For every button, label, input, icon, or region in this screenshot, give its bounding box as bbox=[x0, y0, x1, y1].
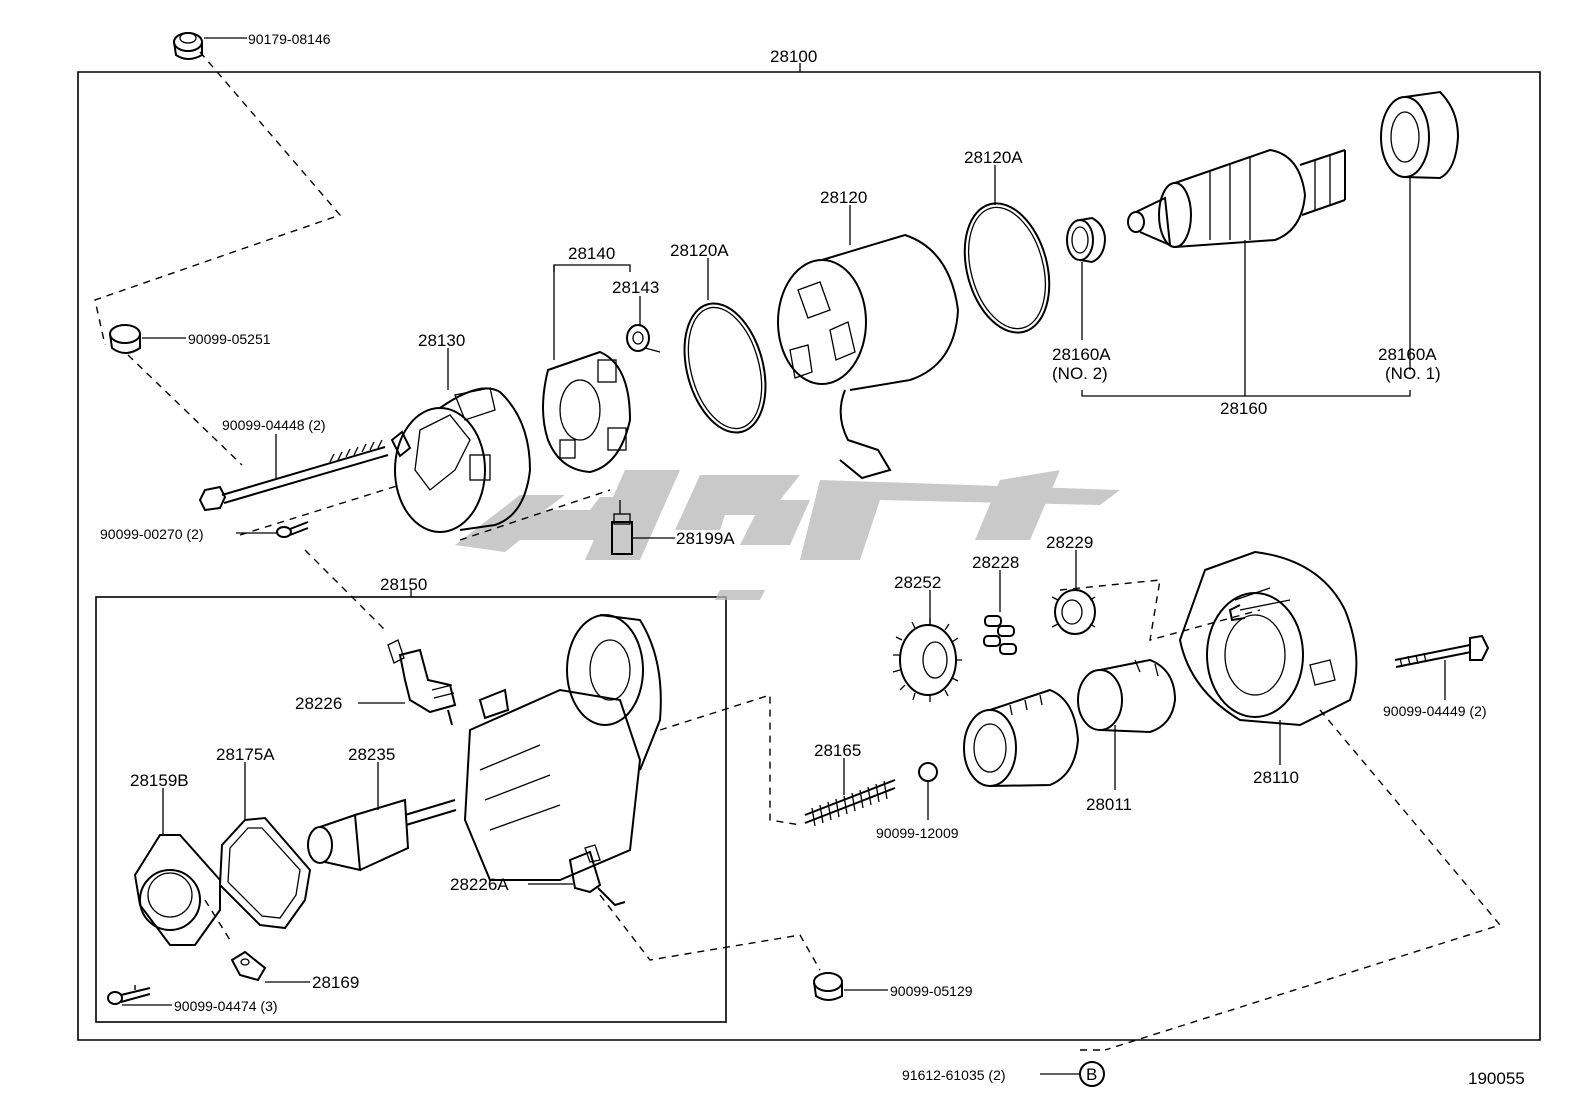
screw-90099-00270 bbox=[276, 521, 309, 538]
clutch-28011 bbox=[963, 658, 1177, 787]
label-28199A: 28199A bbox=[676, 529, 735, 548]
label-28159B: 28159B bbox=[130, 771, 189, 790]
label-28252: 28252 bbox=[894, 573, 941, 592]
plunger-28235 bbox=[307, 798, 457, 872]
label-28160A-no2: 28160A bbox=[1052, 345, 1111, 364]
o-ring-28120A-left bbox=[683, 302, 767, 434]
assembly-dashed-lines bbox=[94, 51, 1502, 1051]
spring-28143 bbox=[626, 324, 661, 353]
bearing-28160A-no2 bbox=[1066, 216, 1107, 264]
reference-b-letter: B bbox=[1086, 1065, 1097, 1084]
label-28140: 28140 bbox=[568, 244, 615, 263]
bolt-90099-04448 bbox=[198, 439, 389, 512]
label-28130: 28130 bbox=[418, 331, 465, 350]
field-frame-28120 bbox=[777, 233, 960, 480]
label-28165: 28165 bbox=[814, 741, 861, 760]
label-28120A-right: 28120A bbox=[964, 148, 1023, 167]
label-28011: 28011 bbox=[1086, 795, 1132, 814]
assembly-frame bbox=[77, 63, 1541, 1041]
label-28120A-left: 28120A bbox=[670, 241, 729, 260]
screw-90099-04474 bbox=[107, 987, 151, 1005]
brush-holder-28140 bbox=[542, 350, 632, 474]
housing-28110 bbox=[1178, 550, 1358, 727]
terminal-28226A bbox=[568, 844, 626, 907]
label-90099-05129: 90099-05129 bbox=[890, 983, 973, 999]
label-90099-04448: 90099-04448 (2) bbox=[222, 417, 326, 433]
end-frame-28130 bbox=[390, 387, 532, 533]
subassembly-frame bbox=[95, 589, 727, 1023]
label-28160: 28160 bbox=[1220, 399, 1267, 418]
solenoid-housing bbox=[463, 614, 662, 881]
reference-circle-b bbox=[1079, 1061, 1105, 1087]
label-28160A-no1-note: (NO. 1) bbox=[1385, 364, 1441, 383]
watermark-logo bbox=[455, 470, 1120, 600]
nut-90179-08146 bbox=[173, 32, 203, 60]
label-28160A-no2-note: (NO. 2) bbox=[1052, 364, 1108, 383]
label-28228: 28228 bbox=[972, 553, 1019, 572]
bearing-28160A-no1 bbox=[1380, 90, 1460, 180]
label-28229: 28229 bbox=[1046, 533, 1093, 552]
label-28169: 28169 bbox=[312, 973, 359, 992]
label-28175A: 28175A bbox=[216, 745, 275, 764]
armature-28160 bbox=[1127, 148, 1346, 248]
rollers-28228 bbox=[983, 615, 1017, 655]
label-28226: 28226 bbox=[295, 694, 342, 713]
label-28160A-no1: 28160A bbox=[1378, 345, 1437, 364]
label-91612-61035: 91612-61035 (2) bbox=[902, 1067, 1006, 1083]
idler-gear-28252 bbox=[892, 618, 962, 702]
o-ring-28120A-right bbox=[963, 202, 1051, 334]
retainer-28229 bbox=[1051, 589, 1096, 635]
label-90099-12009: 90099-12009 bbox=[876, 825, 959, 841]
label-28120: 28120 bbox=[820, 188, 867, 207]
label-28110: 28110 bbox=[1253, 768, 1299, 787]
bolt-90099-04449 bbox=[1394, 634, 1490, 668]
label-28226A: 28226A bbox=[450, 875, 509, 894]
drawing-number: 190055 bbox=[1468, 1069, 1525, 1088]
spring-28165 bbox=[804, 779, 896, 827]
label-90099-04474: 90099-04474 (3) bbox=[174, 998, 278, 1014]
terminal-kit-28226 bbox=[387, 639, 457, 726]
label-90099-05251: 90099-05251 bbox=[188, 331, 271, 347]
subassembly-number-label: 28150 bbox=[380, 575, 427, 594]
assembly-number-label: 28100 bbox=[770, 47, 817, 66]
clip-28169 bbox=[230, 950, 267, 982]
label-90099-04449: 90099-04449 (2) bbox=[1383, 703, 1487, 719]
label-28235: 28235 bbox=[348, 745, 395, 764]
cap-90099-05251 bbox=[109, 324, 141, 354]
nut-90099-05129 bbox=[813, 972, 843, 1001]
label-90099-00270: 90099-00270 (2) bbox=[100, 526, 204, 542]
label-28143: 28143 bbox=[612, 278, 659, 297]
ball-90099-12009 bbox=[918, 762, 938, 782]
label-90179-08146: 90179-08146 bbox=[248, 31, 331, 47]
cover-28159B bbox=[133, 834, 221, 946]
gasket-28175A bbox=[218, 816, 312, 930]
